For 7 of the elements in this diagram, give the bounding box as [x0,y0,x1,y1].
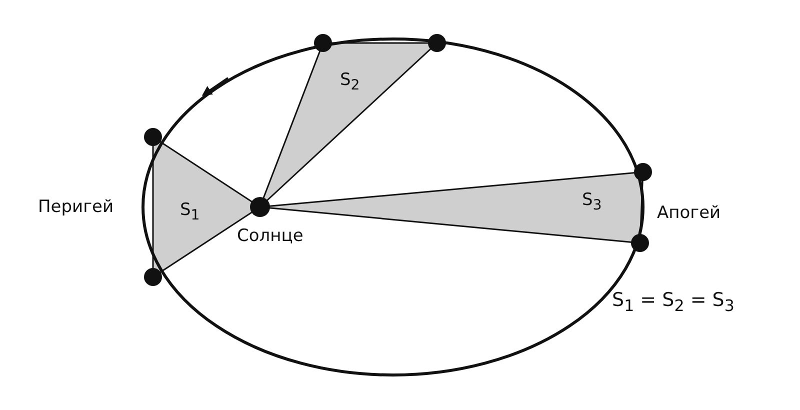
equation: S$_{1}$ = S$_{2}$ = S$_{3}$ [612,290,734,316]
perigee-label: Перигей [38,197,114,217]
apogee-label: Апогей [657,203,721,223]
area-label: S$_{2}$ [340,70,360,96]
area-label: S$_{1}$ [180,200,200,226]
area-label: S$_{3}$ [582,190,602,216]
sun-label: Солнце [237,226,304,246]
